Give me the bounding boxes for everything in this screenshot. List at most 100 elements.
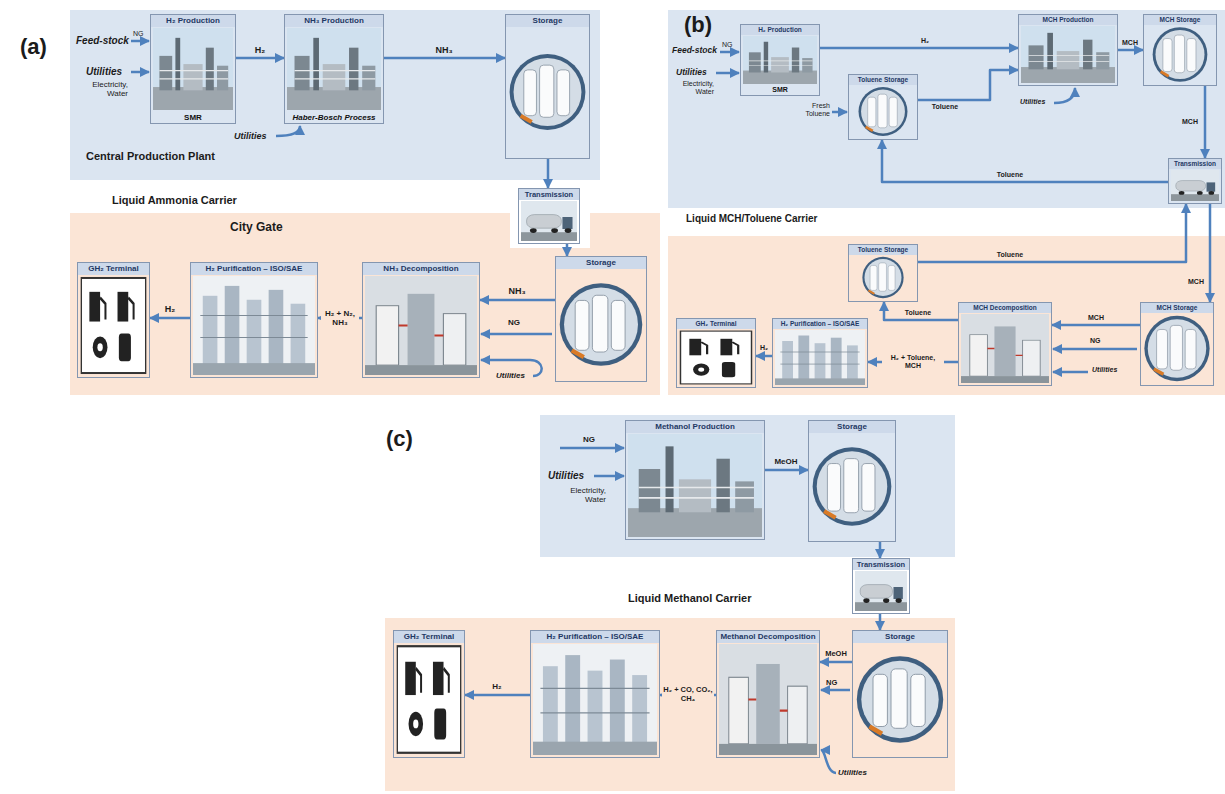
region-band: Central Production PlantH₂ ProductionSMR… [70,10,600,180]
note-label: Utilities [234,131,267,141]
process-box: Transmission [852,558,910,614]
note-label: Utilities [496,371,525,380]
flow-arrow [882,140,1168,182]
tank-photo [1153,27,1208,82]
reactor-photo [365,276,477,375]
flow-arrow [150,317,190,320]
tank-photo [560,283,643,366]
flow-label: MCH [1088,314,1104,322]
flow-label: H₂ [492,682,501,691]
truck-photo [1171,170,1219,201]
box-heading: H₂ Purification – ISO/SAE [191,263,317,275]
process-box: Toluene Storage [848,74,918,140]
box-heading: Transmission [519,189,579,200]
input-arrow [131,40,149,43]
process-box: Transmission [518,188,580,244]
flow-arrow [918,70,1018,100]
flow-arrow [384,57,505,60]
flow-label: MCH [1182,118,1198,126]
process-box: H₂ Purification – ISO/SAE [772,318,868,388]
flow-label: Toluene [932,103,958,111]
input-arrow [560,447,624,450]
box-heading: MCH Decomposition [959,303,1051,313]
process-box: NH₃ Decomposition [362,262,480,378]
flow-label: Toluene [905,309,931,317]
tank-photo [859,87,908,136]
band-fill [70,10,600,180]
flow-arrow [820,47,1018,50]
terminal-icon [81,278,145,373]
flow-arrow [765,469,808,472]
input-arrow [1053,371,1088,374]
box-heading: Storage [556,257,646,269]
box-heading: H₂ Production [151,15,235,27]
box-heading: Methanol Decomposition [717,631,819,643]
flow-label: H₂ + N₂, NH₃ [321,309,359,327]
process-box: Methanol Decomposition [716,630,820,758]
note-label: NG [583,435,595,444]
purifier-photo [533,644,657,755]
note-label: Feed-stock [672,46,717,56]
flow-label: H₂ + Toluene, MCH [882,354,944,370]
flow-label: MeOH [774,457,797,466]
flow-label: NH₃ [435,45,452,55]
band-fill [385,618,955,791]
process-box: GH₂ Terminal [676,318,756,388]
note-label: Electricity, Water [670,80,714,96]
tank-photo [1144,316,1209,381]
note-label: NG [133,30,144,38]
flow-arrow [1209,204,1212,302]
process-box: MCH Production [1018,14,1118,86]
input-arrow [276,126,300,136]
note-label: NG [826,679,837,688]
purifier-photo [775,330,865,385]
box-heading: Transmission [1169,159,1221,169]
box-heading: H₂ Production [741,25,819,35]
flow-arrow [918,204,1186,262]
input-arrows [131,41,1137,773]
flow-label: H₂ [760,344,768,352]
input-arrow [594,475,624,478]
note-label: NG [508,318,520,327]
plant-photo [628,434,762,537]
box-heading: H₂ Purification – ISO/SAE [773,319,867,329]
band-fill [540,415,955,557]
note-label: Utilities [548,470,584,482]
flow-arrow [884,302,958,320]
flow-arrow [566,244,569,256]
process-box: Toluene Storage [848,244,918,302]
process-box: MCH Storage [1140,302,1214,386]
band-fill [668,236,1225,395]
truck-photo [855,571,907,611]
tank-photo [862,257,903,298]
flow-arrow [236,57,284,60]
purifier-photo [193,276,315,375]
process-box: Transmission [1168,158,1222,204]
box-heading: Storage [506,15,589,27]
note-label: Feed-stock [76,35,129,47]
process-box: GH₂ Terminal [77,262,150,378]
process-box: GH₂ Terminal [393,630,465,758]
box-heading: MCH Production [1019,15,1117,25]
box-heading: GH₂ Terminal [677,319,755,329]
process-box: H₂ ProductionSMR [150,14,236,124]
box-heading: Storage [809,421,895,433]
flow-label: NH₃ [508,286,525,296]
box-caption: Haber-Bosch Process [285,113,383,123]
region-title: City Gate [230,220,283,234]
flow-arrow [756,355,772,358]
flow-arrow [480,299,555,302]
panel-letter: (a) [20,34,47,59]
panel-letter: (b) [684,12,712,37]
tank-photo [857,656,943,742]
note-label: Utilities [86,66,122,78]
note-label: Fresh Toluene [792,102,830,118]
note-label: Liquid MCH/Toluene Carrier [686,213,818,225]
flow-label: Toluene [997,251,1023,259]
note-label: Electricity, Water [80,80,128,98]
box-caption: SMR [151,113,235,123]
input-arrow [720,51,739,54]
band-fill [668,10,1225,208]
